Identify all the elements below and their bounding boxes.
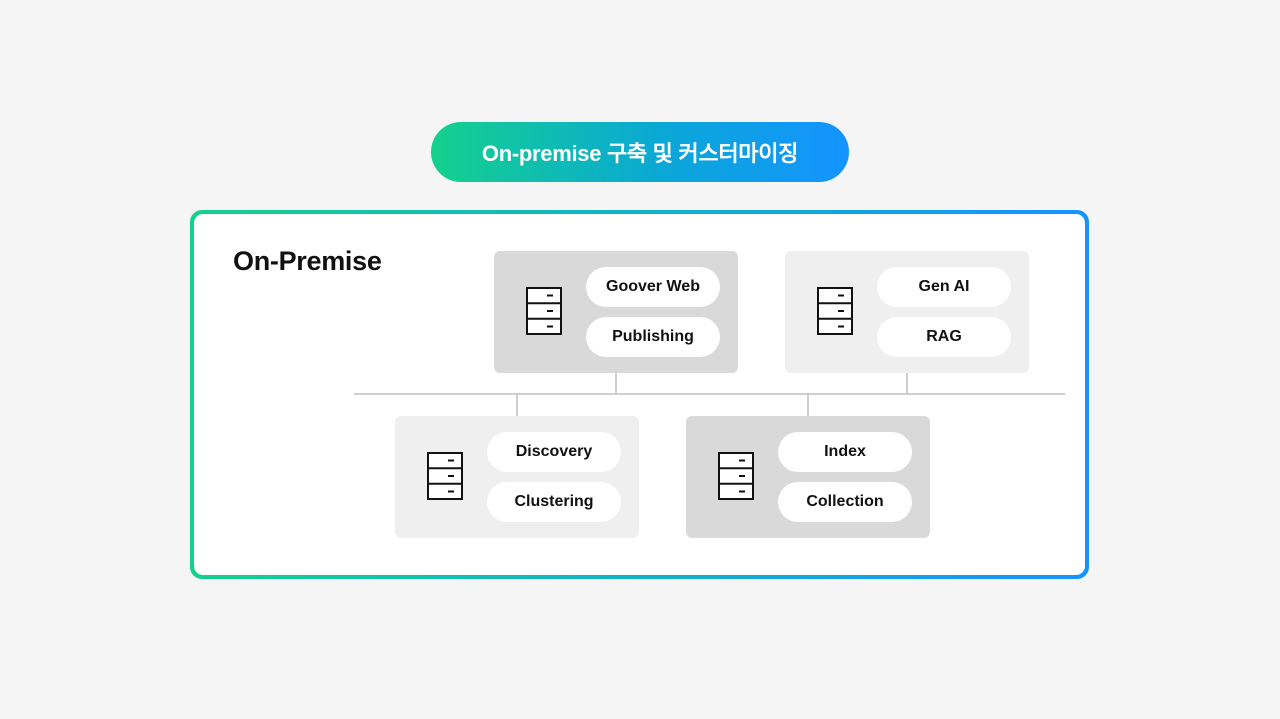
frame-title: On-Premise — [233, 246, 382, 276]
chip-index: Index — [778, 432, 912, 472]
server-box-goover-web: Goover Web Publishing — [494, 251, 738, 373]
chip-clustering: Clustering — [487, 482, 621, 522]
chip-goover-web: Goover Web — [586, 267, 720, 307]
chip-collection: Collection — [778, 482, 912, 522]
chip-discovery: Discovery — [487, 432, 621, 472]
server-rack-icon — [526, 287, 562, 335]
server-rack-icon — [718, 452, 754, 500]
chip-gen-ai: Gen AI — [877, 267, 1011, 307]
chip-rag: RAG — [877, 317, 1011, 357]
server-rack-icon — [817, 287, 853, 335]
connector-vertical-1 — [615, 373, 617, 394]
server-rack-icon — [427, 452, 463, 500]
server-box-gen-ai: Gen AI RAG — [785, 251, 1029, 373]
title-pill: On-premise 구축 및 커스터마이징 — [431, 122, 849, 182]
server-box-discovery: Discovery Clustering — [395, 416, 639, 538]
server-box-index: Index Collection — [686, 416, 930, 538]
chip-publishing: Publishing — [586, 317, 720, 357]
connector-vertical-2 — [906, 373, 908, 394]
title-text: On-premise 구축 및 커스터마이징 — [481, 141, 799, 166]
connector-vertical-4 — [807, 394, 809, 416]
connector-bus-line — [354, 393, 1065, 395]
connector-vertical-3 — [516, 394, 518, 416]
